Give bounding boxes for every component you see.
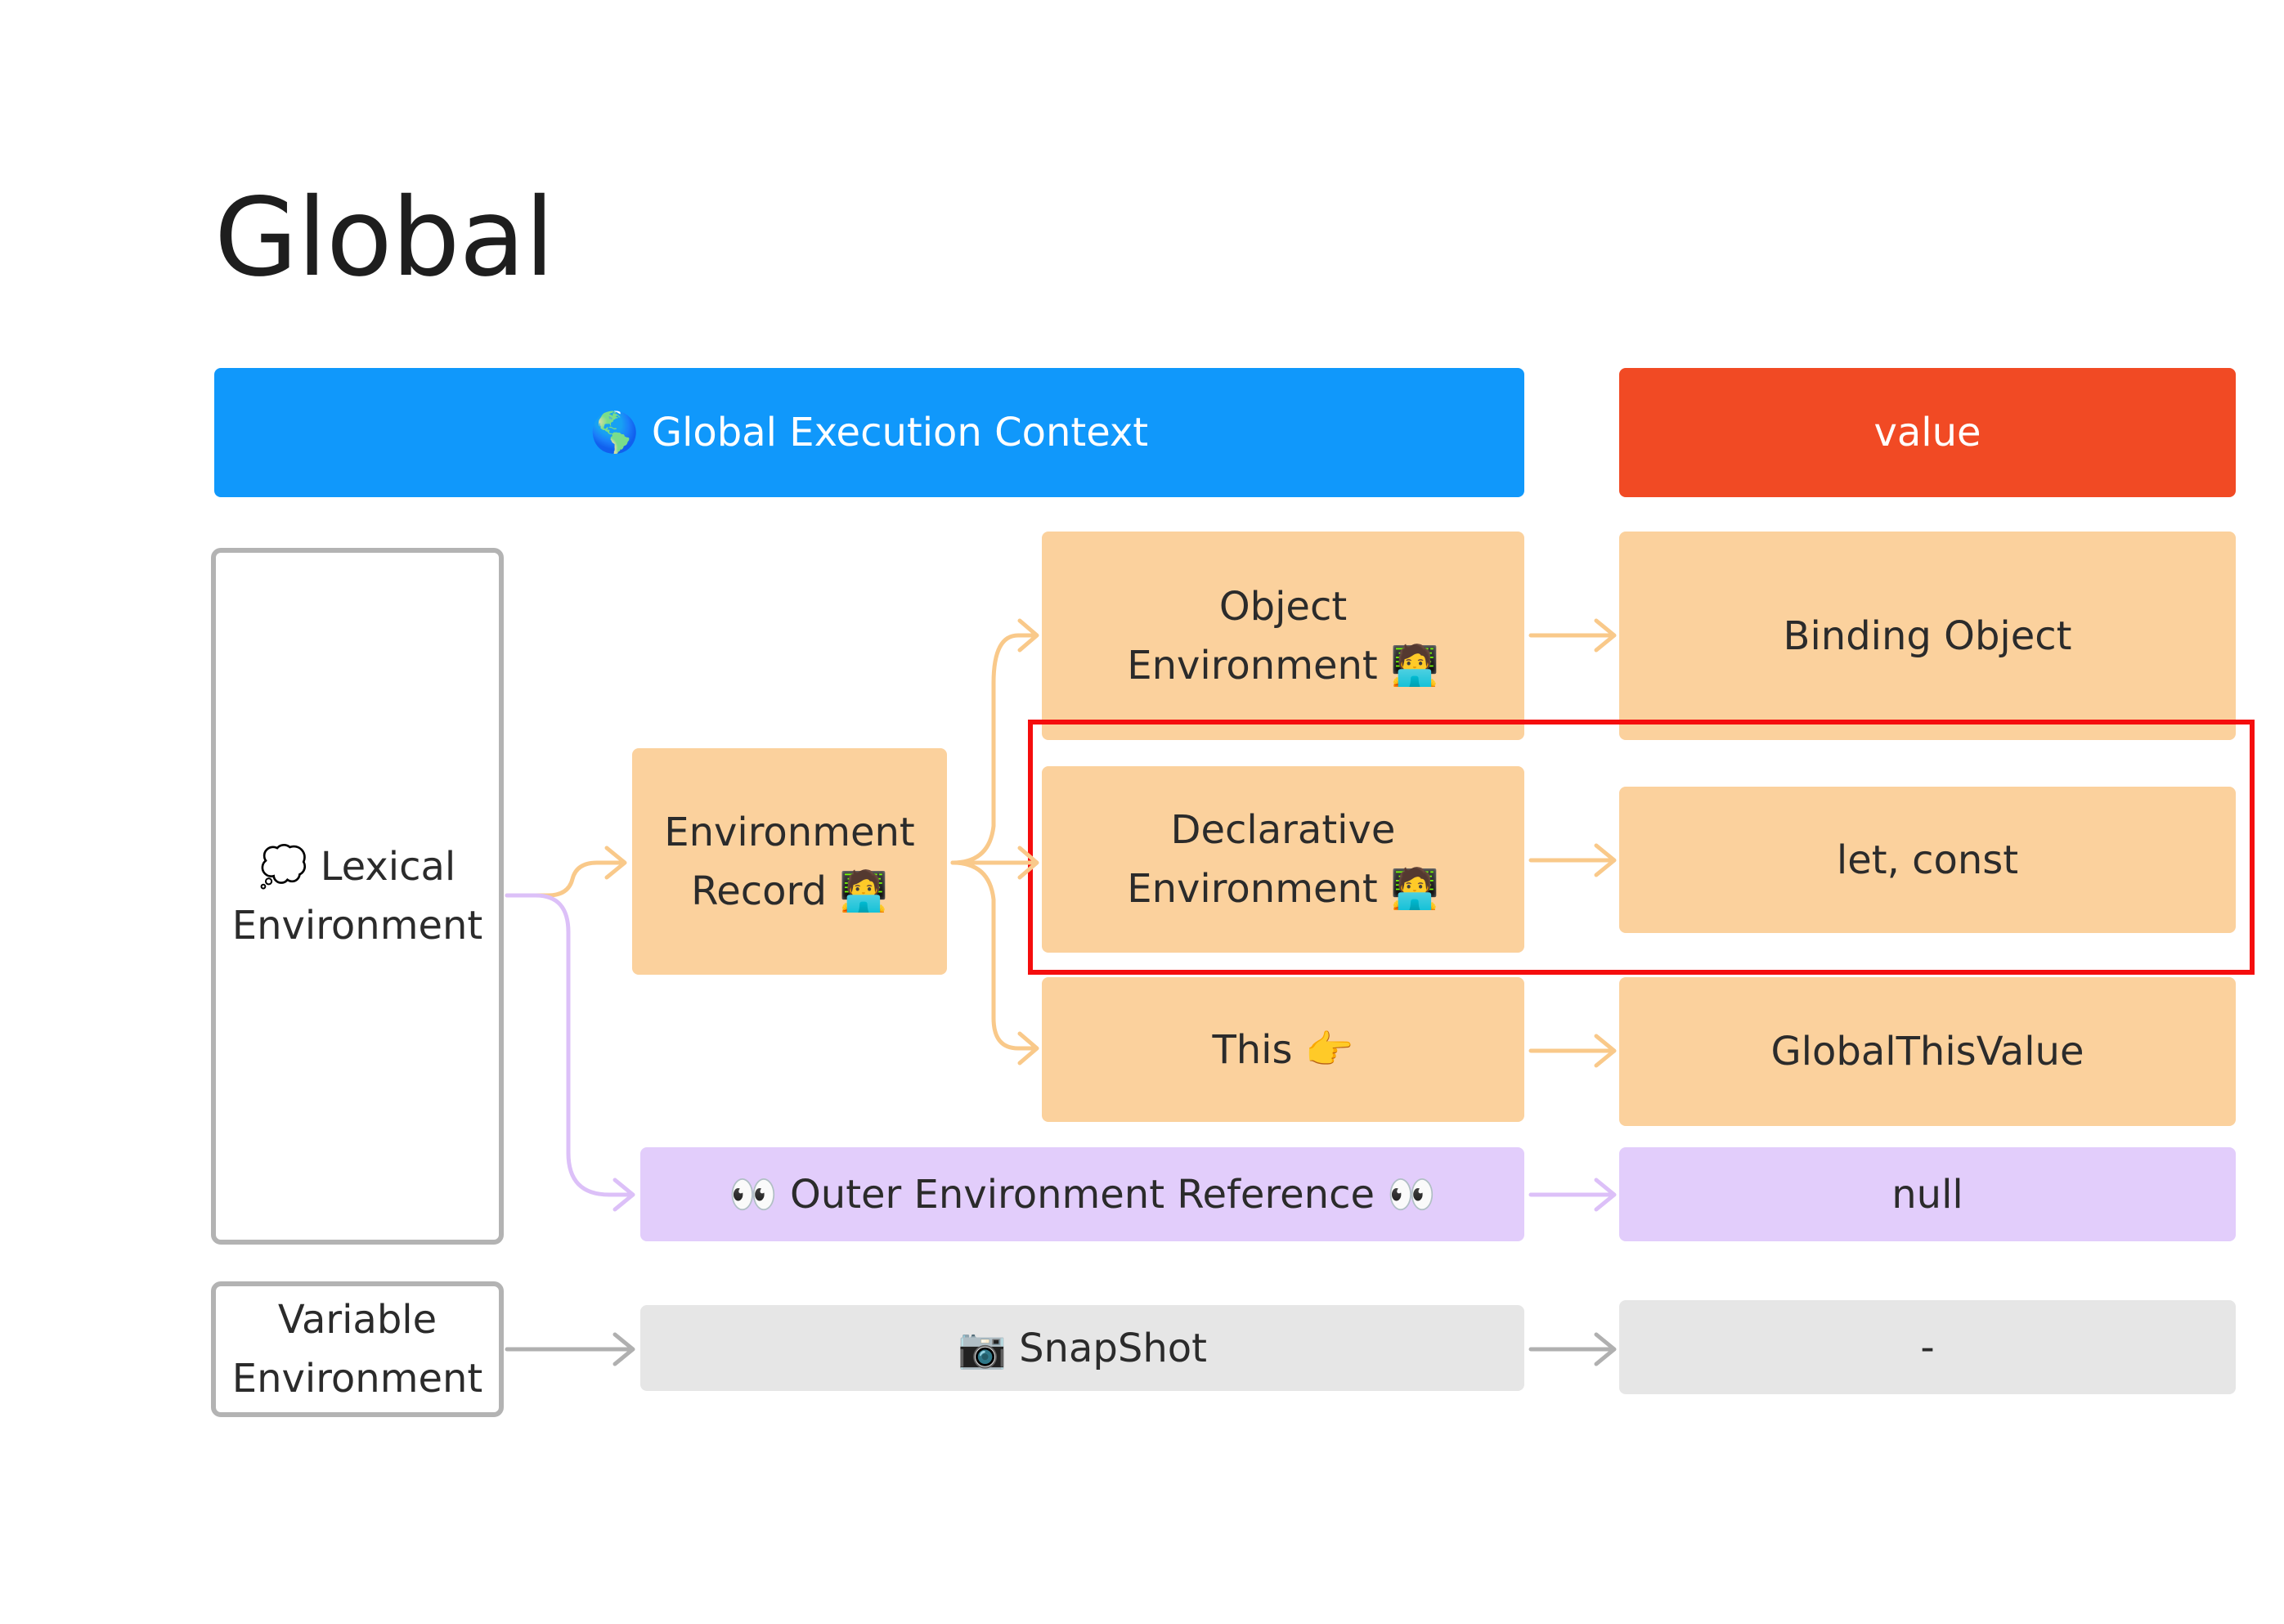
record-to-this-arrow: [950, 860, 1037, 1051]
variable-to-snapshot-arrowhead: [613, 1332, 635, 1366]
lexical-to-record-arrowhead: [604, 846, 627, 880]
outer-environment-reference-box: 👀 Outer Environment Reference 👀: [640, 1147, 1524, 1241]
declarative-environment-label: Declarative Environment 🧑‍💻: [1127, 807, 1439, 912]
this-to-globalthis-arrowhead: [1594, 1034, 1617, 1068]
record-to-declarative-arrowhead: [1017, 846, 1039, 880]
global-this-value-label: GlobalThisValue: [1770, 1029, 2084, 1074]
null-box: null: [1619, 1147, 2236, 1241]
global-this-value-box: GlobalThisValue: [1619, 977, 2236, 1126]
declarative-to-letconst-arrowhead: [1594, 843, 1617, 877]
object-environment-label: Object Environment 🧑‍💻: [1127, 583, 1439, 689]
snapshot-to-dash-arrowhead: [1594, 1332, 1617, 1366]
binding-object-box: Binding Object: [1619, 532, 2236, 740]
lexical-to-outer-arrow: [505, 893, 634, 1197]
dash-box: -: [1619, 1300, 2236, 1394]
highlight-rectangle: [1028, 720, 2255, 975]
record-to-object-arrow: [950, 633, 1037, 865]
snapshot-label: 📷 SnapShot: [958, 1325, 1207, 1371]
let-const-label: let, const: [1836, 837, 2019, 883]
let-const-box: let, const: [1619, 787, 2236, 933]
page-title: Global: [214, 175, 554, 301]
snapshot-box: 📷 SnapShot: [640, 1305, 1524, 1391]
object-environment-box: Object Environment 🧑‍💻: [1042, 532, 1524, 740]
value-header: value: [1619, 368, 2236, 497]
lexical-to-record-arrow: [505, 860, 626, 898]
variable-environment-box: Variable Environment: [211, 1281, 504, 1417]
lexical-to-outer-arrowhead: [613, 1178, 635, 1212]
null-label: null: [1891, 1171, 1963, 1218]
environment-record-label: Environment Record 🧑‍💻: [664, 809, 915, 914]
object-to-binding-arrowhead: [1594, 618, 1617, 653]
record-to-object-arrowhead: [1017, 618, 1039, 653]
this-label: This 👉: [1212, 1026, 1354, 1073]
value-header-label: value: [1873, 410, 1981, 455]
lexical-environment-box: 💭 Lexical Environment: [211, 548, 504, 1245]
dash-label: -: [1920, 1324, 1935, 1371]
outer-environment-reference-label: 👀 Outer Environment Reference 👀: [728, 1171, 1437, 1218]
declarative-environment-box: Declarative Environment 🧑‍💻: [1042, 766, 1524, 953]
binding-object-label: Binding Object: [1783, 612, 2072, 659]
this-box: This 👉: [1042, 977, 1524, 1122]
lexical-environment-label: 💭 Lexical Environment: [231, 844, 483, 949]
global-execution-context-header: 🌎 Global Execution Context: [214, 368, 1524, 497]
environment-record-box: Environment Record 🧑‍💻: [632, 748, 947, 975]
record-to-this-arrowhead: [1017, 1031, 1039, 1065]
variable-environment-label: Variable Environment: [231, 1297, 483, 1402]
outer-to-null-arrowhead: [1594, 1178, 1617, 1212]
global-execution-context-label: 🌎 Global Execution Context: [590, 410, 1149, 455]
